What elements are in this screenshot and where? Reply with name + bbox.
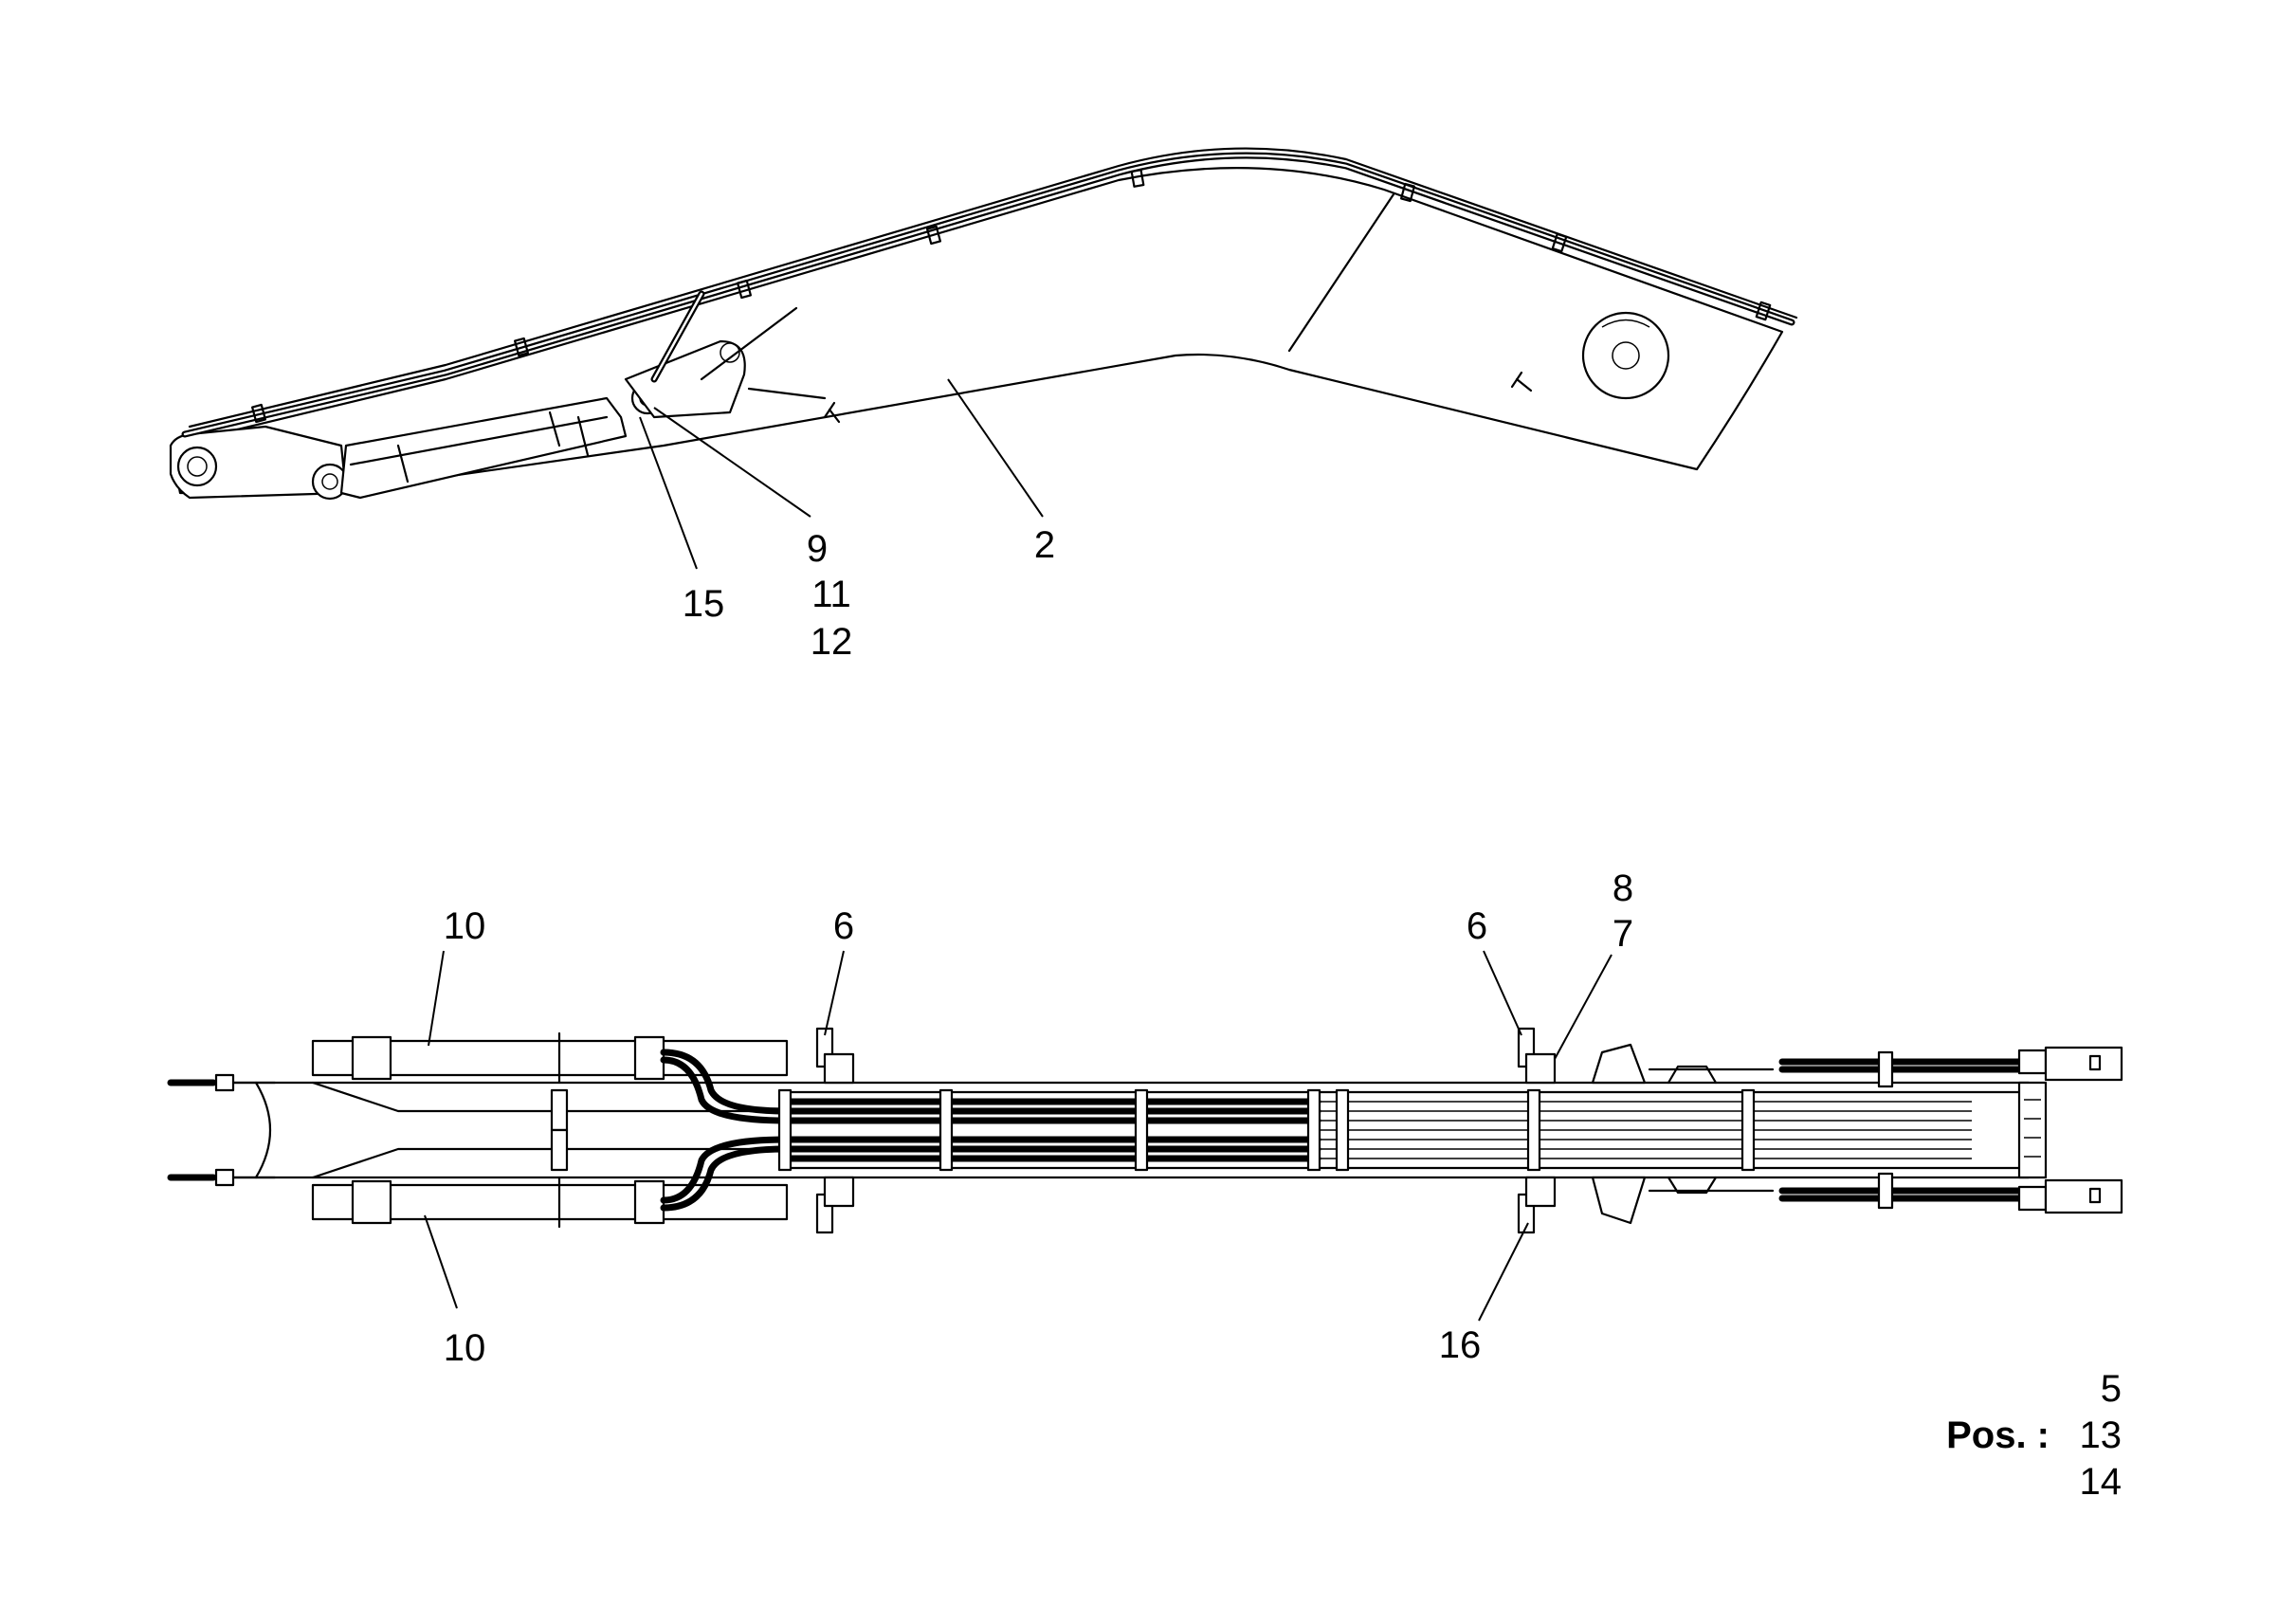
boom-top-view bbox=[167, 1027, 2123, 1234]
callout-8: 8 bbox=[1613, 867, 1633, 909]
top-view-leaders bbox=[424, 950, 1613, 1322]
callout-7: 7 bbox=[1613, 913, 1633, 955]
callout-10-top: 10 bbox=[444, 905, 486, 947]
callout-12: 12 bbox=[811, 621, 853, 663]
callout-11: 11 bbox=[811, 574, 851, 615]
boom-side-view bbox=[169, 147, 1798, 501]
callout-6-right: 6 bbox=[1467, 905, 1487, 947]
pos-item-13: 13 bbox=[2080, 1414, 2123, 1456]
side-view-leaders bbox=[639, 378, 1044, 570]
callout-6-left: 6 bbox=[833, 905, 854, 947]
position-note: 5 Pos. : 13 14 bbox=[1946, 1368, 2122, 1503]
callout-9: 9 bbox=[807, 528, 828, 570]
pos-prefix: Pos. : bbox=[1946, 1414, 2050, 1456]
callout-10-bottom: 10 bbox=[444, 1327, 486, 1369]
pos-item-5: 5 bbox=[2101, 1368, 2122, 1410]
pos-item-14: 14 bbox=[2080, 1461, 2123, 1503]
callout-2: 2 bbox=[1034, 524, 1055, 566]
callout-15: 15 bbox=[683, 583, 725, 625]
callout-16: 16 bbox=[1439, 1324, 1482, 1366]
